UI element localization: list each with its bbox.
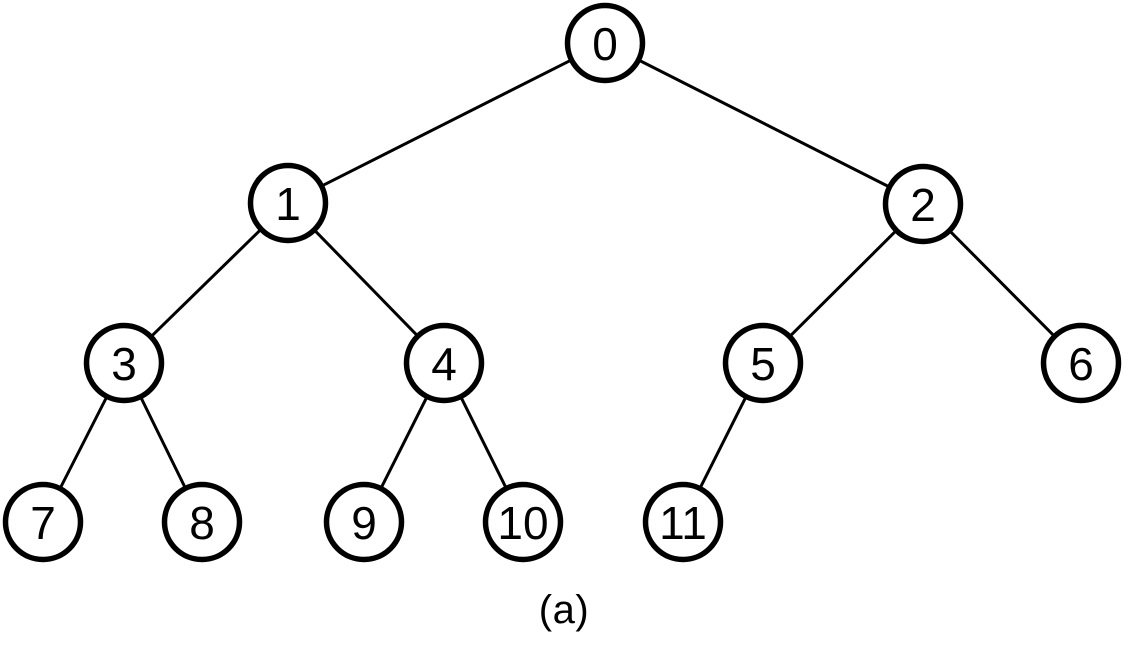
node-circle-3 <box>83 322 165 404</box>
tree-node-9[interactable]: 9 <box>323 481 405 563</box>
node-label-0: 0 <box>592 18 618 70</box>
tree-edge-0-2 <box>638 59 890 188</box>
node-label-2: 2 <box>910 179 936 231</box>
node-layer: 0 1 2 3 4 5 6 7 8 9 10 11 <box>2 2 1122 563</box>
tree-edge-2-5 <box>789 229 897 338</box>
node-circle-2 <box>882 163 964 245</box>
node-circle-1 <box>247 162 329 244</box>
node-circle-5 <box>722 322 804 404</box>
tree-node-3[interactable]: 3 <box>83 322 165 404</box>
tree-edge-3-7 <box>59 396 108 489</box>
node-circle-7 <box>2 481 84 563</box>
node-label-10: 10 <box>497 497 548 549</box>
node-circle-10 <box>482 481 564 563</box>
node-label-9: 9 <box>351 497 377 549</box>
edge-layer <box>59 59 1056 489</box>
figure-caption: (a) <box>538 588 590 632</box>
tree-node-4[interactable]: 4 <box>403 322 485 404</box>
node-circle-11 <box>642 481 724 563</box>
tree-edge-1-4 <box>313 229 419 337</box>
tree-node-8[interactable]: 8 <box>161 481 243 563</box>
node-label-4: 4 <box>431 338 457 390</box>
node-label-5: 5 <box>750 338 776 390</box>
tree-node-2[interactable]: 2 <box>882 163 964 245</box>
node-circle-4 <box>403 322 485 404</box>
tree-node-7[interactable]: 7 <box>2 481 84 563</box>
tree-node-1[interactable]: 1 <box>247 162 329 244</box>
tree-edge-5-11 <box>699 396 747 489</box>
tree-node-11[interactable]: 11 <box>642 481 724 563</box>
node-label-7: 7 <box>30 497 56 549</box>
tree-node-6[interactable]: 6 <box>1040 322 1122 404</box>
tree-edge-4-10 <box>459 396 508 489</box>
node-label-3: 3 <box>111 338 137 390</box>
tree-edge-3-8 <box>139 396 187 489</box>
node-circle-8 <box>161 481 243 563</box>
tree-node-0[interactable]: 0 <box>564 2 646 84</box>
node-label-1: 1 <box>275 178 301 230</box>
tree-node-5[interactable]: 5 <box>722 322 804 404</box>
node-circle-6 <box>1040 322 1122 404</box>
tree-edge-2-6 <box>948 230 1056 337</box>
tree-edge-0-1 <box>321 59 572 187</box>
tree-edge-1-3 <box>150 228 262 338</box>
tree-edge-4-9 <box>380 396 428 489</box>
node-label-8: 8 <box>189 497 215 549</box>
node-label-6: 6 <box>1068 338 1094 390</box>
node-label-11: 11 <box>659 497 707 549</box>
node-circle-0 <box>564 2 646 84</box>
node-circle-9 <box>323 481 405 563</box>
tree-node-10[interactable]: 10 <box>482 481 564 563</box>
